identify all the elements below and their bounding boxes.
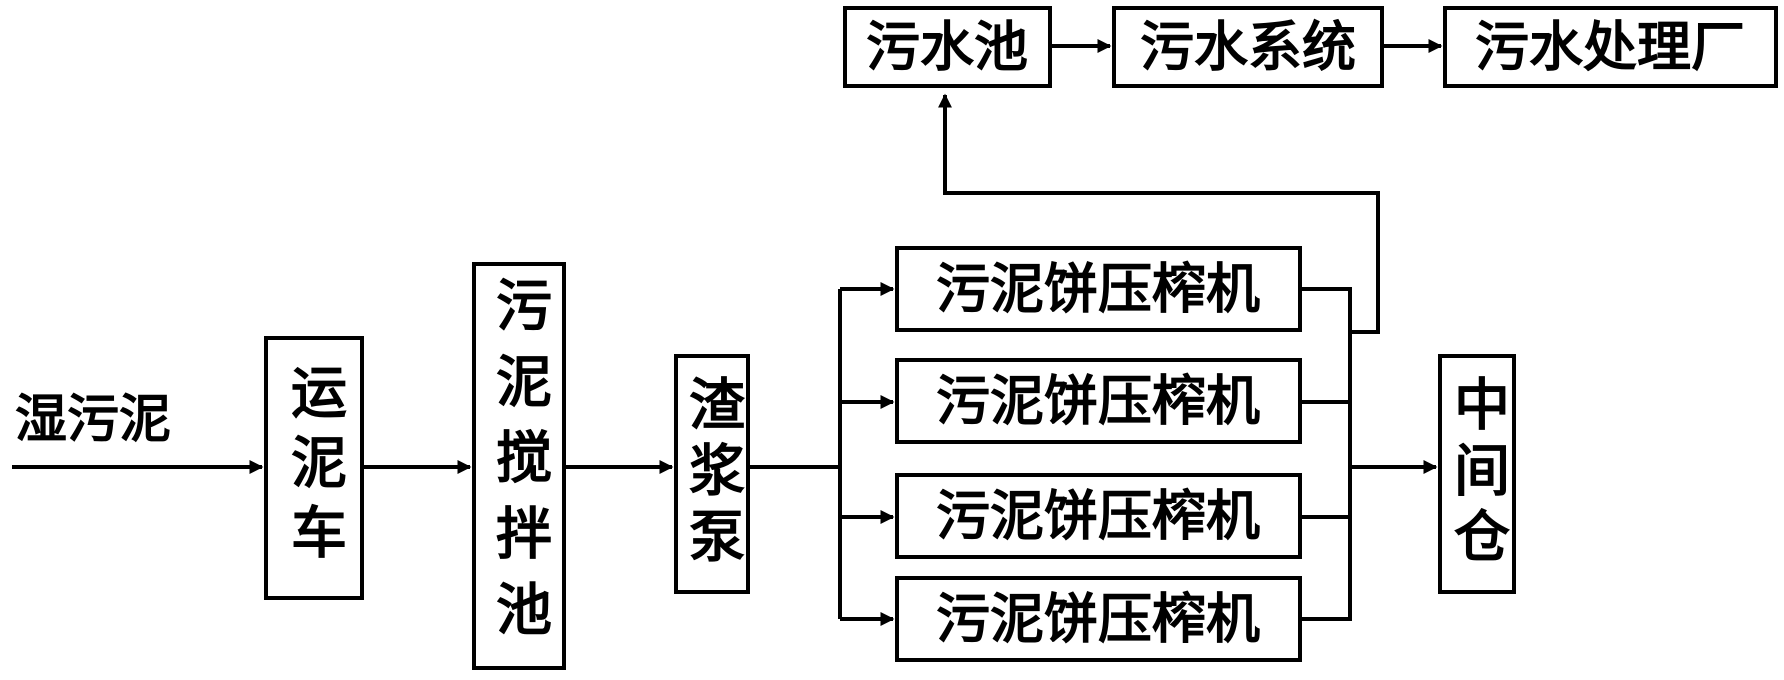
node-treatment-plant: 污水处理厂 <box>1443 6 1778 88</box>
input-label-wet-sludge: 湿污泥 <box>15 390 171 450</box>
node-slurry-pump-label: 渣浆泵 <box>680 375 745 573</box>
node-sewage-system-label: 污水系统 <box>1140 16 1356 79</box>
node-intermediate-bin: 中间仓 <box>1438 354 1516 594</box>
node-sewage-system: 污水系统 <box>1112 6 1384 88</box>
line-press-1-outlet <box>1300 287 1352 332</box>
node-sewage-tank-label: 污水池 <box>866 16 1028 79</box>
node-press-1: 污泥饼压榨机 <box>895 246 1302 332</box>
node-press-2: 污泥饼压榨机 <box>895 358 1302 444</box>
node-truck-label: 运泥车 <box>282 363 347 573</box>
node-slurry-pump: 渣浆泵 <box>674 354 750 594</box>
node-treatment-plant-label: 污水处理厂 <box>1475 16 1745 79</box>
line-press-4-outlet <box>1300 332 1352 621</box>
connectors <box>12 39 1443 626</box>
node-sewage-tank: 污水池 <box>843 6 1052 88</box>
node-intermediate-bin-label: 中间仓 <box>1445 375 1510 573</box>
node-press-1-label: 污泥饼压榨机 <box>936 258 1260 321</box>
arrow-filtrate-to-sewage-tank <box>938 93 1380 334</box>
node-press-4: 污泥饼压榨机 <box>895 576 1302 662</box>
node-mixing-tank-label: 污泥搅拌池 <box>487 276 552 656</box>
node-mixing-tank: 污泥搅拌池 <box>472 262 566 670</box>
node-press-3-label: 污泥饼压榨机 <box>936 485 1260 548</box>
node-press-2-label: 污泥饼压榨机 <box>936 370 1260 433</box>
node-truck: 运泥车 <box>264 336 364 600</box>
node-press-4-label: 污泥饼压榨机 <box>936 588 1260 651</box>
node-press-3: 污泥饼压榨机 <box>895 473 1302 559</box>
